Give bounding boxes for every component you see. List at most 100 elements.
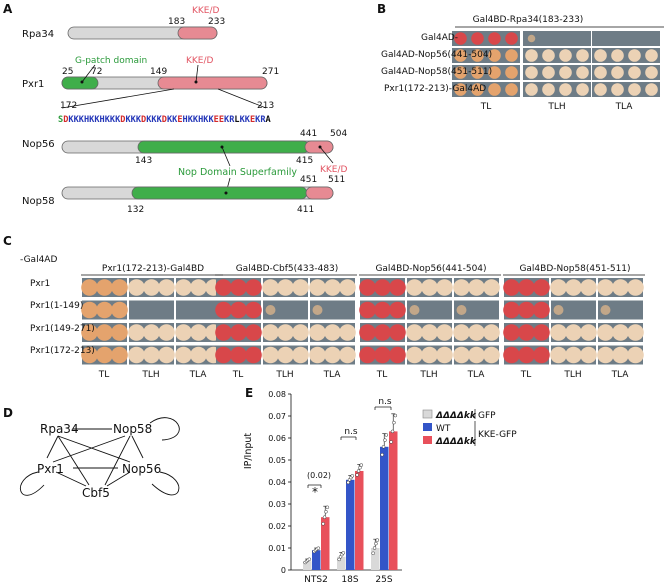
yeast-spot — [505, 66, 518, 79]
yeast-spot — [230, 324, 247, 341]
legend-label-b: ΔΔΔΔkk — [435, 437, 477, 447]
yeast-spot — [559, 83, 572, 96]
seq-end: 213 — [257, 101, 274, 111]
x-tick-label: 18S — [341, 575, 358, 585]
nop58-nop-start: 132 — [127, 205, 144, 215]
yeast-spot — [389, 279, 406, 296]
yeast-spot — [597, 279, 614, 296]
plate-row — [310, 300, 355, 320]
yeast-spot — [158, 279, 175, 296]
nop56-kke-start: 441 — [300, 129, 317, 139]
plate-row — [592, 48, 660, 63]
data-point — [381, 445, 386, 449]
yeast-spot — [359, 346, 376, 364]
yeast-spot — [292, 346, 309, 364]
yeast-spot — [453, 324, 470, 341]
panel-c-col-label: TLA — [323, 370, 342, 380]
yeast-spot — [518, 324, 535, 341]
plate-row — [592, 82, 660, 97]
yeast-spot — [503, 324, 520, 341]
bar — [312, 550, 321, 570]
legend-label-kke: KKE-GFP — [478, 430, 517, 440]
annot-star: * — [312, 485, 318, 499]
yeast-spot — [525, 66, 538, 79]
yeast-spot — [612, 279, 629, 296]
pxr1-kke-label: KKE/D — [186, 56, 214, 66]
yeast-spot — [597, 346, 614, 364]
node-cbf5: Cbf5 — [82, 486, 110, 500]
plate-row — [551, 300, 596, 320]
yeast-spot — [627, 279, 644, 296]
yeast-spot — [505, 49, 518, 62]
yeast-spot — [454, 49, 467, 62]
yeast-spot — [612, 324, 629, 341]
yeast-spot — [542, 83, 555, 96]
data-point — [392, 420, 396, 425]
panel-label-c: C — [3, 234, 12, 248]
nop58-nop-end: 411 — [297, 205, 314, 215]
yeast-spot — [111, 324, 128, 341]
yeast-spot — [503, 279, 520, 296]
yeast-spot — [594, 66, 607, 79]
yeast-spot — [324, 346, 341, 364]
rpa34-end: 233 — [208, 17, 225, 27]
data-point — [356, 469, 361, 473]
yeast-spot — [406, 324, 423, 341]
legend-swatch-blue — [423, 423, 432, 431]
data-point — [322, 515, 327, 519]
pxr1-name: Pxr1 — [22, 79, 44, 90]
rpa34-name: Rpa34 — [22, 29, 54, 40]
yeast-spot — [230, 279, 247, 296]
yeast-spot — [488, 32, 501, 45]
yeast-spot — [580, 346, 597, 364]
yeast-spot — [96, 279, 113, 296]
yeast-spot — [454, 66, 467, 79]
bar — [321, 517, 330, 570]
yeast-spot — [454, 83, 467, 96]
yeast-spot — [111, 346, 128, 364]
yeast-spot — [645, 49, 658, 62]
yeast-spot — [559, 49, 572, 62]
yeast-spot — [339, 346, 356, 364]
panel-label-e: E — [245, 386, 253, 400]
yeast-spot — [483, 279, 500, 296]
yeast-spot — [518, 279, 535, 296]
gpatch-start: 25 — [62, 67, 73, 77]
data-point — [375, 538, 380, 542]
yeast-spot — [645, 83, 658, 96]
pxr1-sequence: SDKKKHKKHKKKDKKKDKKKDKKEHKKHKKEEKRLKKEKR… — [58, 115, 272, 125]
y-tick-label: 0 — [281, 566, 286, 575]
yeast-spot — [262, 279, 279, 296]
panel-c-col-label: TL — [232, 370, 244, 380]
yeast-spot — [190, 324, 207, 341]
pxr1-kke-region — [157, 76, 268, 90]
y-tick-label: 0.01 — [268, 544, 286, 553]
yeast-spot — [190, 346, 207, 364]
yeast-spot — [565, 324, 582, 341]
pxr1-gpatch-region — [61, 76, 99, 90]
legend-label-gfp: GFP — [478, 411, 496, 421]
panel-label-a: A — [3, 2, 13, 16]
plate-row — [176, 300, 221, 320]
y-tick-label: 0.03 — [268, 500, 286, 509]
yeast-spot — [262, 324, 279, 341]
yeast-spot — [245, 324, 262, 341]
data-point — [384, 433, 389, 437]
yeast-spot — [628, 83, 641, 96]
panel-c-row-3: Pxr1(172-213) — [30, 346, 95, 356]
yeast-spot — [158, 346, 175, 364]
yeast-spot — [542, 49, 555, 62]
yeast-spot — [111, 279, 128, 296]
yeast-spot — [143, 346, 160, 364]
yeast-spot — [533, 279, 550, 296]
yeast-spot — [96, 346, 113, 364]
yeast-spot — [389, 301, 406, 319]
data-point — [393, 413, 398, 418]
yeast-spot — [594, 83, 607, 96]
yeast-spot — [488, 49, 501, 62]
yeast-spot — [175, 279, 192, 296]
yeast-spot — [505, 83, 518, 96]
panel-c-col-label: TL — [98, 370, 110, 380]
